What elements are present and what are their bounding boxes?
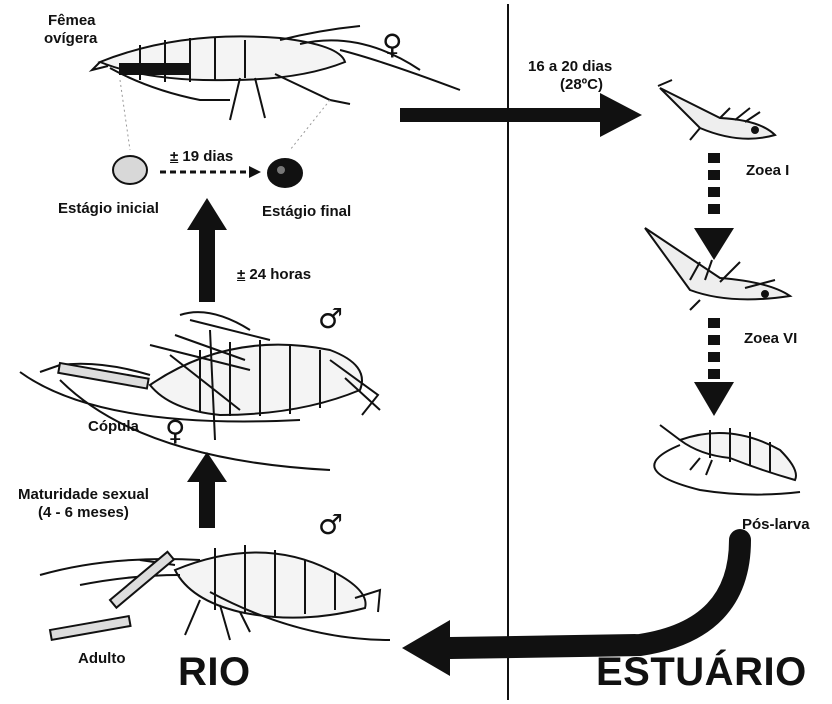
adult-label: Adulto [78,650,125,668]
male-symbol-adult: ♂ [318,510,343,540]
female-label-line1: Fêmea [48,12,96,30]
final-stage-label: Estágio final [262,203,351,221]
copula-label: Cópula [88,418,139,436]
arrow-up-adult-to-copula [187,452,227,528]
days-19-text: 19 dias [182,148,233,165]
hours-24-label: ± 24 horas [237,266,311,284]
arrow-down-zoea1-to-zoea6 [694,153,734,260]
male-symbol-copula: ♂ [318,304,343,334]
initial-stage-egg [113,156,147,184]
plus-minus-sign-2: ± [237,266,245,283]
zoea-6-label: Zoea VI [744,330,797,348]
hours-24-text: 24 horas [249,266,311,283]
female-symbol-top: ♀ [382,30,403,60]
final-stage-egg [268,159,302,187]
arrow-down-zoea6-to-postlarva [694,318,734,416]
post-larva-shrimp [654,425,800,495]
days-16-20-label: 16 a 20 dias [528,58,612,76]
initial-stage-label: Estágio inicial [58,200,159,218]
mating-shrimp-pair [20,312,380,470]
zoea-1-larva [658,80,775,140]
maturity-label-line1: Maturidade sexual [18,486,149,504]
post-larva-label: Pós-larva [742,516,810,534]
river-zone-label: RIO [178,650,251,694]
maturity-label-line2: (4 - 6 meses) [38,504,129,522]
ovigerous-female-shrimp [92,26,460,120]
adult-shrimp [40,545,390,640]
plus-minus-sign: ± [170,148,178,165]
zoea-1-label: Zoea I [746,162,789,180]
egg-callout-lines [120,80,330,150]
temperature-label: (28ºC) [560,76,603,94]
estuary-zone-label: ESTUÁRIO [596,650,807,694]
female-label-line2: ovígera [44,30,97,48]
arrow-to-estuary [400,93,642,137]
female-symbol-copula: ♀ [165,416,186,446]
days-19-label: ± 19 dias [170,148,233,166]
arrow-up-copula-to-egg [187,198,227,302]
